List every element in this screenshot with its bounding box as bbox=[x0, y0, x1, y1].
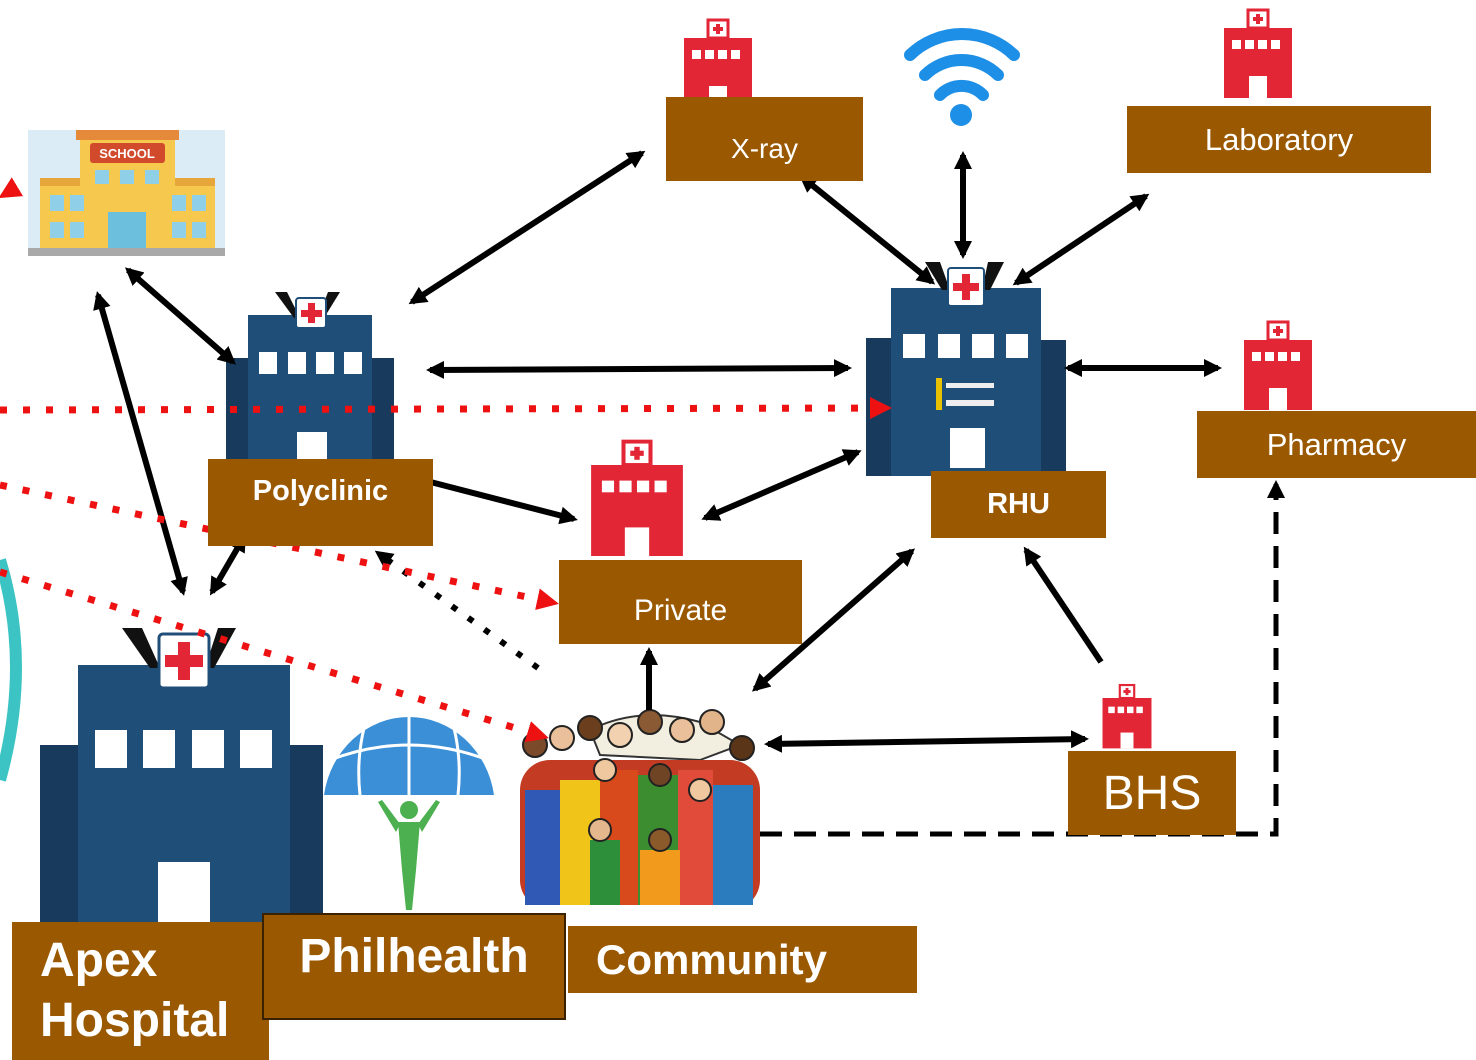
bhs-label: BHS bbox=[1068, 751, 1236, 835]
polyclinic-building-icon bbox=[226, 292, 394, 460]
arrow-rhu-laboratory bbox=[1012, 193, 1150, 286]
arrow-polyclinic-xray bbox=[408, 150, 646, 305]
arrow-school-apex bbox=[93, 291, 188, 596]
arrow-community-rhu bbox=[751, 548, 916, 692]
apex-label-line1: Apex bbox=[40, 934, 158, 987]
crowd-icon bbox=[520, 709, 760, 923]
arrow-polyclinic-rhu bbox=[426, 359, 852, 379]
private-label: Private bbox=[559, 560, 802, 644]
arrow-xray-rhu bbox=[798, 174, 936, 285]
dotted-community-polyclinic-arrow bbox=[374, 550, 540, 671]
rhu-building-icon bbox=[866, 262, 1066, 476]
pharmacy-label: Pharmacy bbox=[1197, 411, 1476, 478]
polyclinic-label: Polyclinic bbox=[208, 459, 433, 546]
arrow-community-bhs bbox=[764, 730, 1089, 753]
apex-hospital-label: Apex Hospital bbox=[12, 922, 269, 1060]
private-building-icon bbox=[591, 442, 683, 556]
bhs-building-icon bbox=[1101, 683, 1153, 750]
red-arrow-to-community bbox=[0, 568, 549, 743]
xray-label: X-ray bbox=[666, 97, 863, 181]
red-arrow-to-school bbox=[0, 177, 24, 200]
philhealth-label: Philhealth bbox=[262, 913, 566, 1020]
laboratory-building-icon bbox=[1222, 8, 1294, 100]
school-icon: SCHOOL bbox=[28, 130, 225, 256]
arrow-private-rhu bbox=[701, 449, 862, 521]
red-referral-arrows bbox=[0, 177, 892, 743]
wifi-icon bbox=[904, 28, 1020, 126]
xray-building-icon bbox=[682, 18, 754, 110]
rhu-label: RHU bbox=[931, 471, 1106, 538]
apex-hospital-building-icon bbox=[40, 628, 323, 925]
arrow-bhs-rhu bbox=[1023, 546, 1104, 664]
globe-people-icon bbox=[324, 700, 494, 910]
apex-label-line2: Hospital bbox=[40, 994, 230, 1047]
red-arrow-to-private bbox=[0, 481, 559, 611]
arrow-apex-polyclinic bbox=[209, 533, 247, 596]
laboratory-label: Laboratory bbox=[1127, 106, 1431, 173]
arrow-school-polyclinic bbox=[124, 267, 237, 365]
red-arrow-to-rhu bbox=[0, 397, 892, 420]
dashed-community-pharmacy-arrow bbox=[760, 480, 1285, 837]
pharmacy-building-icon bbox=[1242, 320, 1314, 412]
arrow-polyclinic-private bbox=[411, 472, 578, 525]
community-label: Community bbox=[568, 926, 917, 993]
connection-arrows bbox=[93, 150, 1222, 753]
school-sign-text: SCHOOL bbox=[99, 146, 155, 161]
teal-arc-shape bbox=[0, 558, 22, 782]
